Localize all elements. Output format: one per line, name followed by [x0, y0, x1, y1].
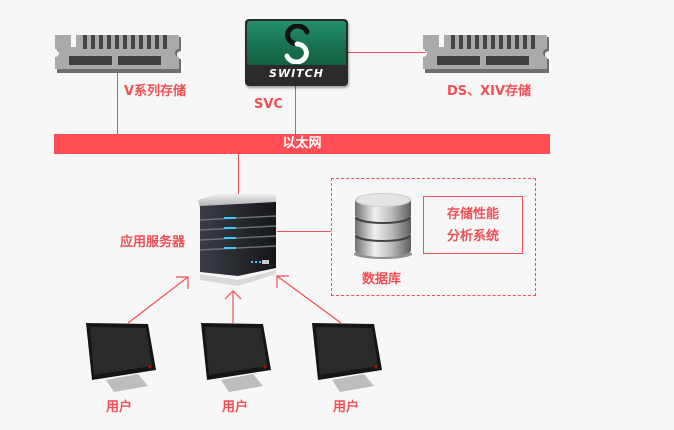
switch-icon: SWITCH: [245, 19, 348, 86]
ethernet-bus: 以太网: [54, 134, 550, 154]
v-storage-connector: [117, 72, 118, 134]
svc-label: SVC: [254, 97, 283, 112]
perf-analysis-system: 存储性能 分析系统: [423, 196, 523, 254]
perf-system-line1: 存储性能: [446, 207, 499, 222]
monitor-icon: [201, 323, 271, 392]
server-connector: [238, 154, 239, 194]
server-icon: [198, 194, 277, 286]
svc-ds-connector: [348, 52, 426, 53]
database-label: 数据库: [362, 272, 402, 287]
memory-module-icon: [55, 35, 181, 73]
user-label: 用户: [222, 400, 249, 415]
monitor-icon: [86, 323, 156, 392]
app-server-label: 应用服务器: [120, 235, 186, 250]
switch-text: SWITCH: [269, 67, 324, 80]
monitoring-group: [331, 178, 536, 296]
user-label: 用户: [333, 400, 360, 415]
ds-xiv-storage-label: DS、XIV存储: [447, 84, 532, 99]
user-label: 用户: [106, 400, 133, 415]
v-storage-label: V系列存储: [124, 84, 187, 99]
perf-system-line2: 分析系统: [446, 229, 499, 244]
server-db-connector: [277, 231, 331, 232]
arrow-user1: [127, 276, 189, 324]
monitor-icon: [312, 323, 382, 392]
svc-connector: [295, 85, 296, 134]
database-icon: [354, 193, 412, 259]
memory-module-icon: [423, 35, 549, 73]
arrow-user3: [276, 275, 342, 324]
